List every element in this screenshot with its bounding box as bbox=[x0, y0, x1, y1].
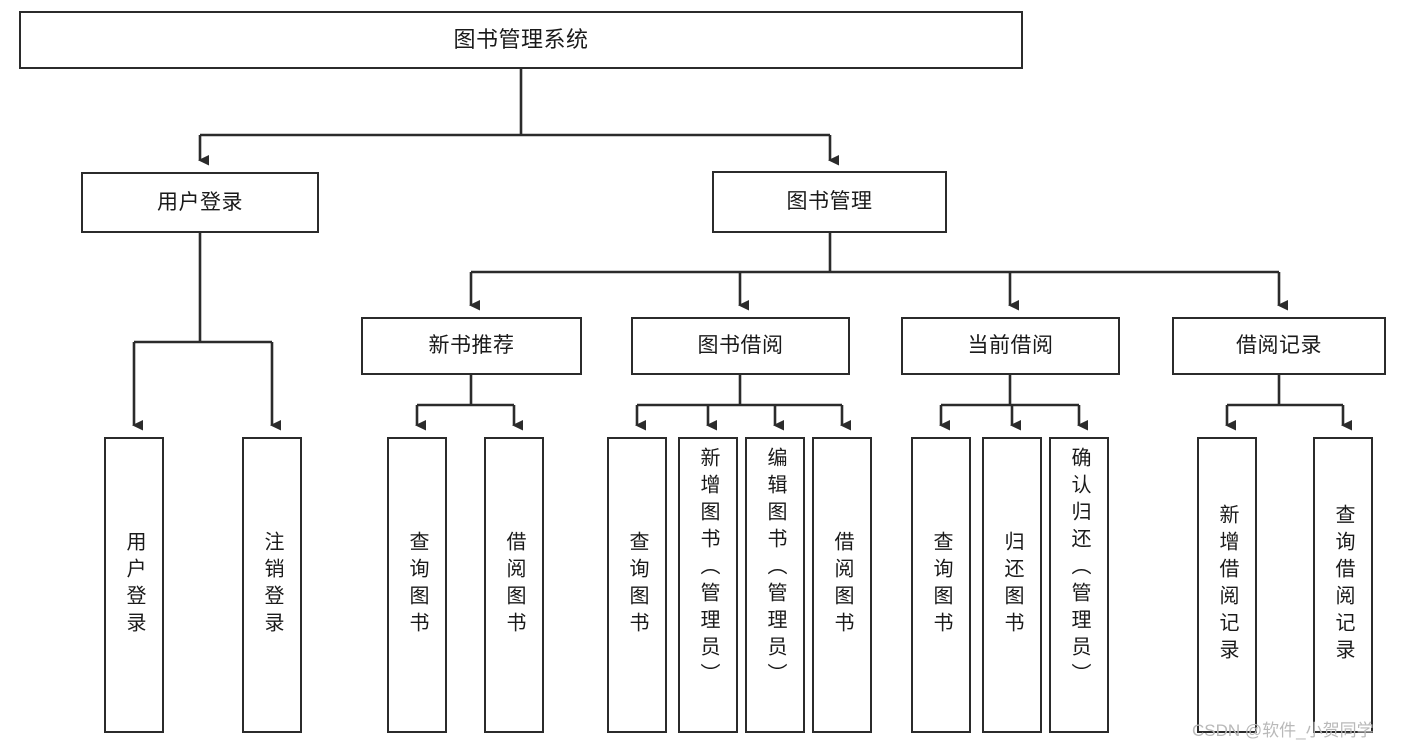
node-user-login-label: 用户登录 bbox=[157, 190, 243, 214]
node-leaf-confirm-return-label: 确认归还（管理员） bbox=[1068, 447, 1090, 690]
node-root-label: 图书管理系统 bbox=[453, 26, 589, 52]
node-leaf-borrow-book-1-label: 借阅图书 bbox=[503, 531, 525, 639]
node-leaf-add-record-label: 新增借阅记录 bbox=[1216, 504, 1238, 666]
node-leaf-query-book-3[interactable]: 查询图书 bbox=[911, 437, 971, 733]
node-leaf-add-book[interactable]: 新增图书（管理员） bbox=[678, 437, 738, 733]
node-book-manage[interactable]: 图书管理 bbox=[712, 171, 947, 233]
node-leaf-edit-book[interactable]: 编辑图书（管理员） bbox=[745, 437, 805, 733]
node-borrow-record-label: 借阅记录 bbox=[1236, 334, 1322, 358]
node-leaf-return-book[interactable]: 归还图书 bbox=[982, 437, 1042, 733]
node-leaf-user-login-label: 用户登录 bbox=[123, 531, 145, 639]
node-leaf-return-book-label: 归还图书 bbox=[1001, 531, 1023, 639]
node-borrow-record[interactable]: 借阅记录 bbox=[1172, 317, 1386, 375]
node-leaf-query-book-3-label: 查询图书 bbox=[930, 531, 952, 639]
node-new-book-rec[interactable]: 新书推荐 bbox=[361, 317, 582, 375]
node-user-login[interactable]: 用户登录 bbox=[81, 172, 319, 233]
csdn-watermark: CSDN @软件_小贺同学 bbox=[1192, 721, 1374, 740]
node-leaf-confirm-return[interactable]: 确认归还（管理员） bbox=[1049, 437, 1109, 733]
node-book-manage-label: 图书管理 bbox=[786, 190, 873, 214]
node-new-book-rec-label: 新书推荐 bbox=[428, 334, 515, 358]
node-book-borrow-label: 图书借阅 bbox=[697, 334, 784, 358]
node-leaf-query-record[interactable]: 查询借阅记录 bbox=[1313, 437, 1373, 733]
node-leaf-user-logout[interactable]: 注销登录 bbox=[242, 437, 302, 733]
node-leaf-query-book-1-label: 查询图书 bbox=[406, 531, 428, 639]
node-leaf-add-book-label: 新增图书（管理员） bbox=[697, 447, 719, 690]
node-leaf-query-record-label: 查询借阅记录 bbox=[1332, 504, 1354, 666]
node-leaf-borrow-book-2-label: 借阅图书 bbox=[831, 531, 853, 639]
node-current-borrow[interactable]: 当前借阅 bbox=[901, 317, 1120, 375]
node-leaf-add-record[interactable]: 新增借阅记录 bbox=[1197, 437, 1257, 733]
node-leaf-user-login[interactable]: 用户登录 bbox=[104, 437, 164, 733]
node-leaf-borrow-book-2[interactable]: 借阅图书 bbox=[812, 437, 872, 733]
node-root[interactable]: 图书管理系统 bbox=[19, 11, 1023, 69]
node-leaf-query-book-2-label: 查询图书 bbox=[626, 531, 648, 639]
node-current-borrow-label: 当前借阅 bbox=[967, 334, 1054, 358]
node-leaf-query-book-1[interactable]: 查询图书 bbox=[387, 437, 447, 733]
node-leaf-user-logout-label: 注销登录 bbox=[261, 531, 283, 639]
node-leaf-edit-book-label: 编辑图书（管理员） bbox=[764, 447, 786, 690]
node-book-borrow[interactable]: 图书借阅 bbox=[631, 317, 850, 375]
node-leaf-query-book-2[interactable]: 查询图书 bbox=[607, 437, 667, 733]
node-leaf-borrow-book-1[interactable]: 借阅图书 bbox=[484, 437, 544, 733]
